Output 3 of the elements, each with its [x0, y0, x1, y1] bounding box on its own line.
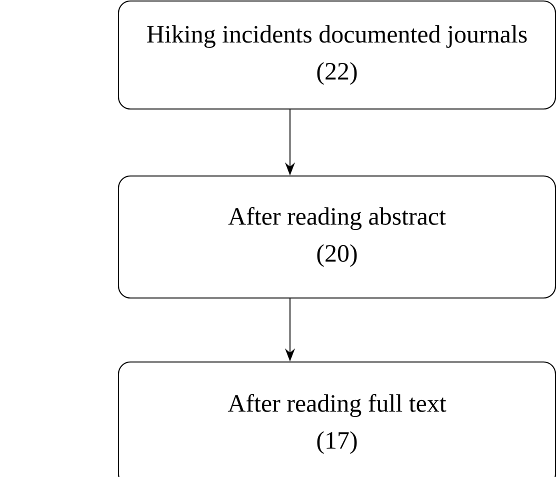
process-box: Hiking incidents documented journals (22) [118, 0, 556, 110]
process-box: After reading full text (17) [118, 361, 556, 477]
process-box: After reading abstract (20) [118, 175, 556, 299]
